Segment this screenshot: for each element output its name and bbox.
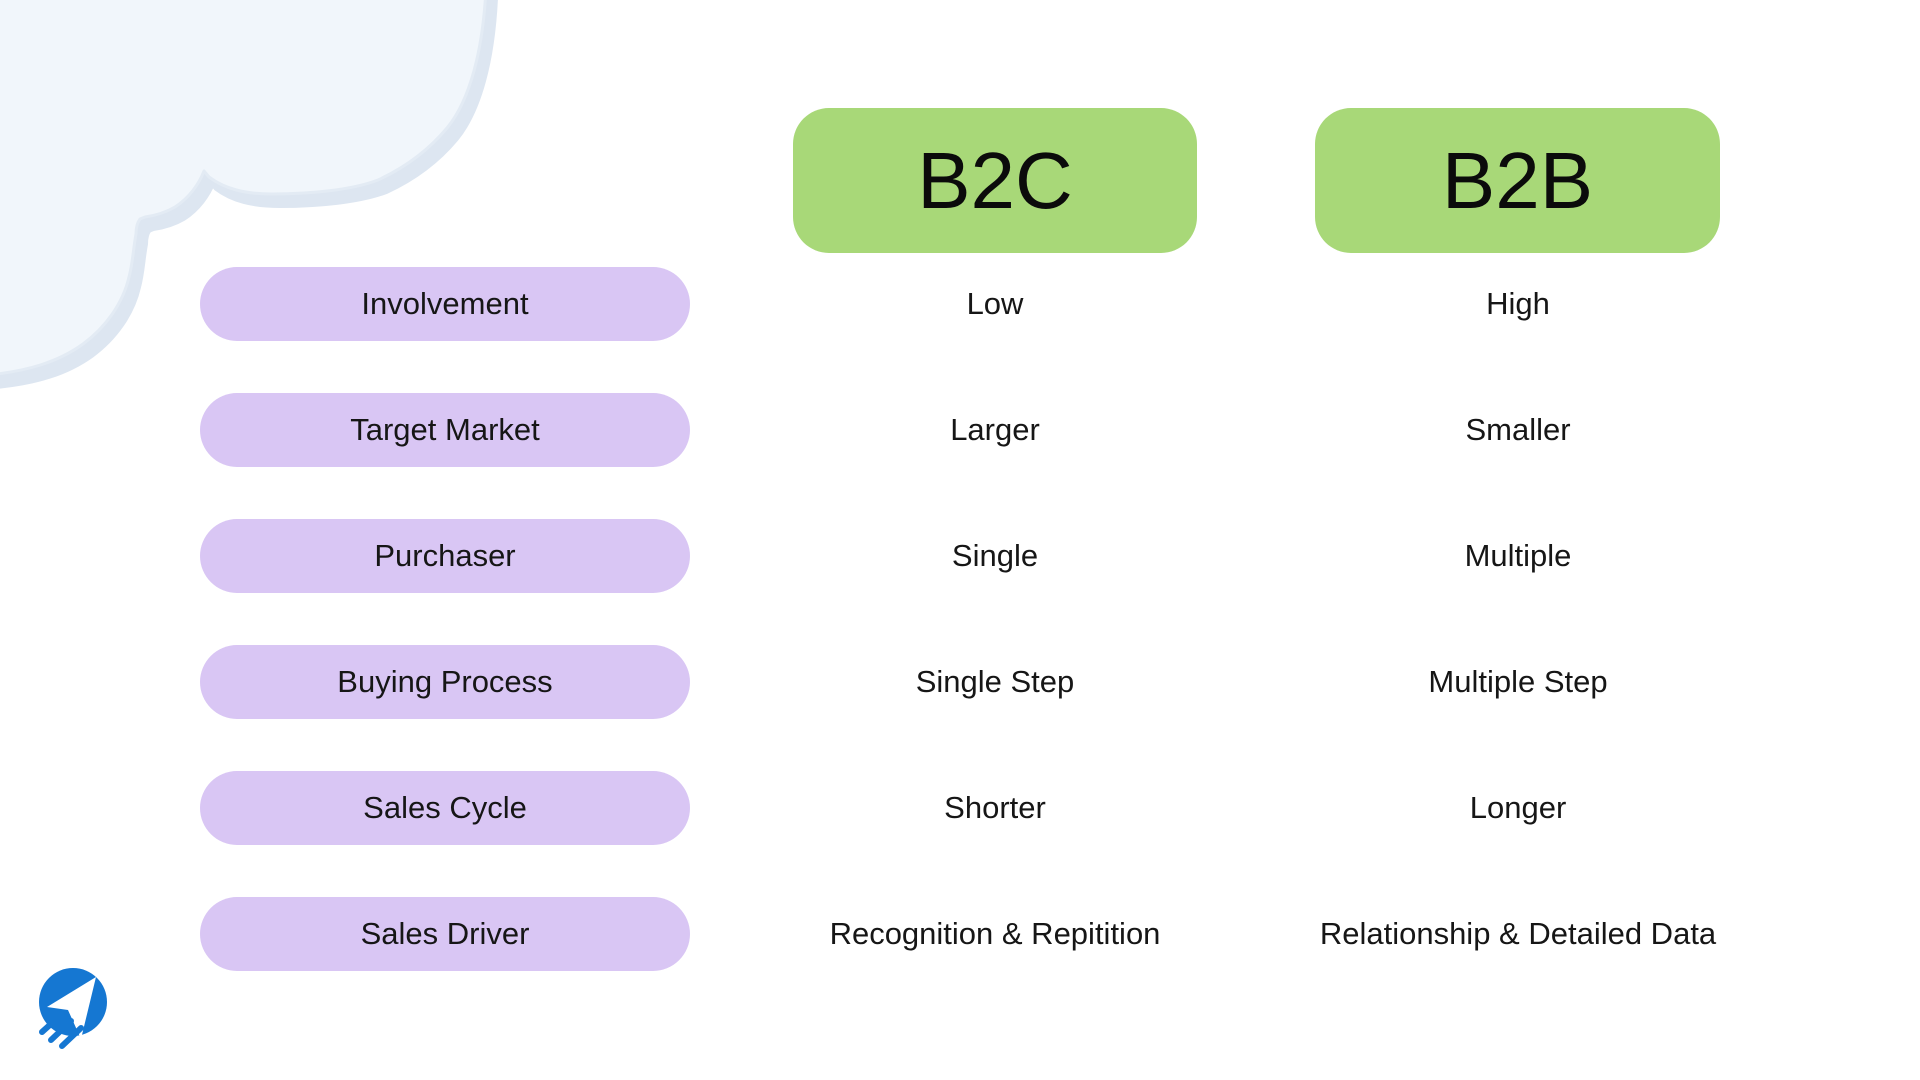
column-header-b2c: B2C [793, 108, 1197, 253]
value-b2c-target-market: Larger [950, 412, 1040, 447]
row-label-sales-driver: Sales Driver [200, 897, 690, 971]
row-label-purchaser: Purchaser [200, 519, 690, 593]
row-label-target-market: Target Market [200, 393, 690, 467]
value-b2b-purchaser: Multiple [1464, 538, 1572, 573]
value-b2b-buying-process: Multiple Step [1428, 664, 1608, 699]
row-label-involvement: Involvement [200, 267, 690, 341]
value-b2b-sales-cycle: Longer [1469, 790, 1567, 825]
row-label-buying-process: Buying Process [200, 645, 690, 719]
paper-plane-logo-icon [39, 968, 107, 1049]
cloud-decoration-icon [0, 0, 498, 389]
value-b2b-target-market: Smaller [1465, 412, 1571, 447]
value-b2c-sales-driver: Recognition & Repitition [829, 916, 1161, 951]
value-b2c-involvement: Low [966, 286, 1024, 321]
value-b2b-sales-driver: Relationship & Detailed Data [1319, 916, 1717, 951]
row-label-sales-cycle: Sales Cycle [200, 771, 690, 845]
value-b2c-sales-cycle: Shorter [944, 790, 1046, 825]
column-header-b2b: B2B [1315, 108, 1720, 253]
value-b2b-involvement: High [1486, 286, 1550, 321]
value-b2c-buying-process: Single Step [915, 664, 1075, 699]
value-b2c-purchaser: Single [951, 538, 1039, 573]
